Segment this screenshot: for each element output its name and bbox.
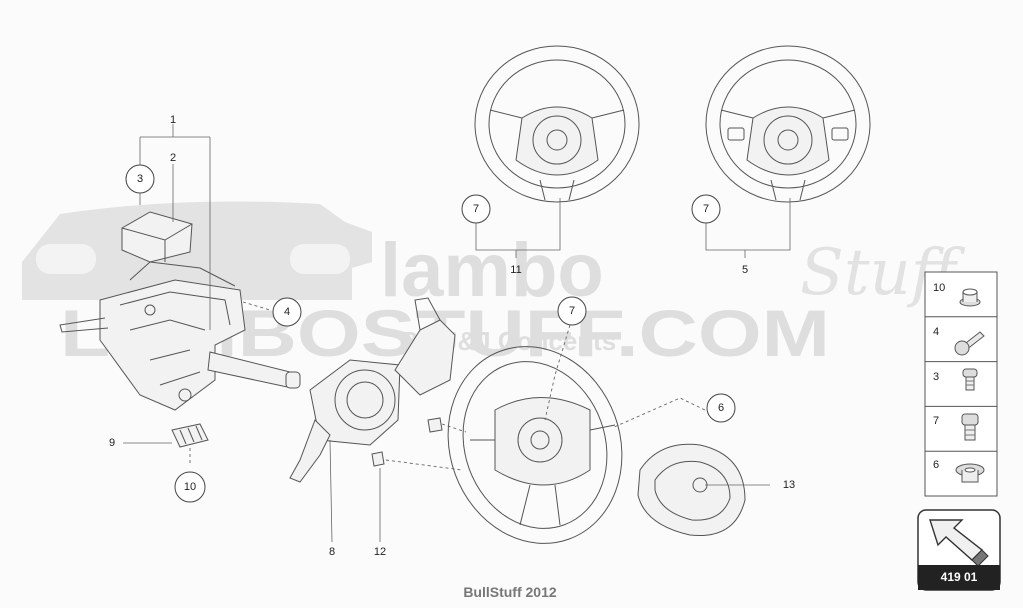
legend-num-2: 3 [933,371,939,383]
airbag-module [637,443,746,537]
legend-box [924,271,998,497]
steering-wheel-5 [705,45,871,203]
legend-num-3: 7 [933,415,939,427]
callout-5: 5 [742,264,748,276]
column-module [121,211,193,263]
callout-2: 2 [170,152,176,164]
callout-12: 12 [374,546,386,558]
steering-column [59,261,301,411]
callout-7c: 7 [569,305,575,317]
callout-3-circle [125,164,155,194]
callouts: 1 2 3 4 7 11 7 5 7 6 9 10 13 8 12 [109,114,795,558]
callout-6: 6 [718,402,724,414]
watermark-car-icon [22,201,372,300]
callout-3: 3 [137,173,143,185]
watermark-lamp-icon [290,244,350,274]
steering-wheel-11 [474,45,640,203]
clip-icon [371,451,385,467]
callout-10-circle [174,471,206,503]
hex-nut-icon [955,463,985,483]
legend-num-0: 10 [933,282,945,294]
leader-lines [123,124,791,543]
callout-7a-circle [461,194,491,224]
callout-7b: 7 [703,203,709,215]
clip-icon [427,417,443,433]
connector [171,423,209,448]
reference-bar [918,565,1000,590]
callout-4: 4 [284,306,290,318]
reference-code: 419 01 [941,570,978,584]
steering-wheel-main [447,346,623,544]
fastener-legend: 10 4 3 7 6 [924,271,998,497]
socket-screw-icon [961,413,979,441]
flange-bolt-icon [954,331,985,356]
callout-6-circle [706,393,736,423]
callout-8: 8 [329,546,335,558]
callout-10: 10 [184,481,196,493]
footer-credit: BullStuff 2012 [463,584,557,600]
callout-4-circle [272,297,302,327]
callout-7a: 7 [473,203,479,215]
stalk-switch-unit [289,297,456,483]
callout-9: 9 [109,437,115,449]
callout-7c-circle [557,296,587,326]
callout-13: 13 [783,479,795,491]
flange-nut-icon [959,288,981,307]
watermark-lamp-icon [36,244,96,274]
legend-num-1: 4 [933,326,939,338]
callout-11: 11 [510,264,521,276]
reference-box: 419 01 [917,509,1001,591]
short-screw-icon [962,368,978,391]
callout-1: 1 [170,114,176,126]
callout-7b-circle [691,194,721,224]
legend-num-4: 6 [933,459,939,471]
